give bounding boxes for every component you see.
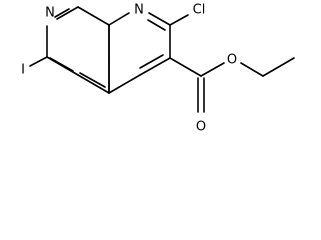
bond-c3-c4-inner	[139, 54, 164, 69]
bond-c6-c7-double	[49, 57, 74, 72]
ether-oxygen-atom: O	[227, 53, 237, 68]
bond-c5-c6-double	[79, 72, 106, 88]
bond-carbonyl-oether	[200, 62, 225, 77]
bond-c3-carbonyl	[169, 57, 202, 77]
nitrogen-atom-n1: N	[45, 6, 55, 21]
bond-n8-c2	[148, 12, 171, 26]
bond-c2-chlorine	[169, 14, 189, 26]
bond-ch2-ch3	[262, 57, 295, 77]
nitrogen-atom-n8: N	[134, 3, 144, 18]
bond-n1-c8-double	[54, 8, 70, 18]
bond-c8a-n8	[108, 12, 130, 26]
molecule-canvas: N N Cl I O O	[21, 3, 295, 135]
bond-n1-c8a	[56, 6, 79, 20]
bond-c4-c4a	[108, 74, 141, 94]
bond-c8a-c4a	[77, 6, 110, 26]
bond-c3-c4-double	[139, 57, 171, 76]
bond-oether-ch2	[240, 62, 264, 77]
bond-c6-iodo	[29, 56, 48, 67]
carbonyl-oxygen-atom: O	[196, 120, 206, 135]
bond-n8-c2-double	[147, 19, 166, 31]
molecule-structure: N N Cl I O O	[21, 3, 295, 135]
bond-c4a-c5	[77, 74, 110, 94]
iodine-atom: I	[21, 63, 25, 78]
chlorine-atom: Cl	[193, 3, 206, 18]
